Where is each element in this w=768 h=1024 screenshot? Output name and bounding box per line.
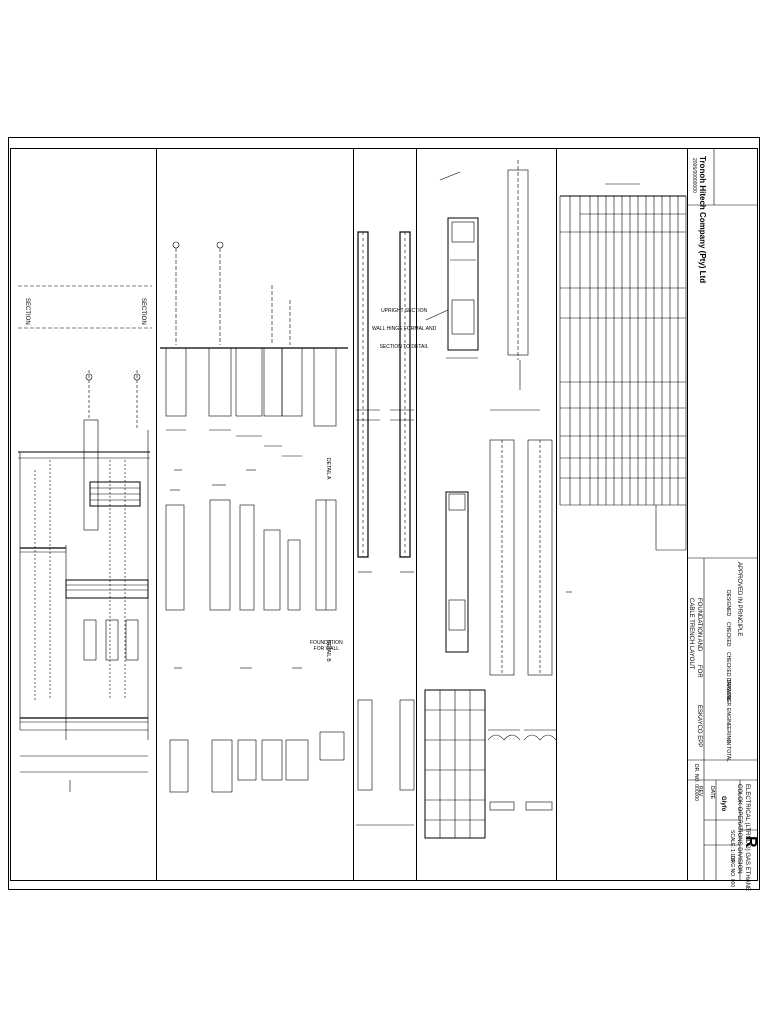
wall-sections <box>356 231 415 826</box>
trench-note-line-3: SECTION TO DETAIL <box>379 344 429 350</box>
signature-row-4: DESIGNER <box>725 680 731 707</box>
approval-label: APPROVED IN PRINCIPLE <box>736 562 742 637</box>
sheet-note: IN TOTAL <box>725 740 731 762</box>
rev-col-2: DATE <box>709 786 715 799</box>
title-block-lines <box>687 148 758 881</box>
schedule-table <box>559 183 687 593</box>
trench-note-line-2: WALL HINGE FORMAL AND <box>372 326 437 332</box>
client-line-2: COLOK OPERATIONS DIVISION <box>736 784 742 874</box>
panel-divider-4 <box>556 148 557 881</box>
trench-details <box>424 160 557 839</box>
signature-row-2: CHECKED <box>725 622 731 647</box>
company-subtitle: 2006/00000000 <box>691 158 697 193</box>
wall-detail-note: FOUNDATION FOR WALL <box>310 640 343 652</box>
revision-letter: R <box>742 836 759 848</box>
logo-name: Glyfo <box>720 796 726 812</box>
panel-divider-2 <box>353 148 354 881</box>
drawing-inner-border <box>10 148 758 881</box>
trench-note: UPRIGHT SECTION WALL HINGE FORMAL AND SE… <box>372 296 436 356</box>
panel-divider-3 <box>416 148 417 881</box>
panel-divider-5 <box>687 148 688 881</box>
foundation-sections <box>160 241 348 793</box>
detail-label-a: DETAIL A <box>325 458 331 480</box>
company-name: Tronoh Hitech Company (Pty) Ltd <box>698 156 707 284</box>
trench-note-line-1: UPRIGHT SECTION <box>381 308 428 314</box>
project-line-3: FOR <box>696 665 702 678</box>
section-label-right: SECTION <box>140 298 146 325</box>
signature-row-1: DESIGNED <box>725 590 731 617</box>
signature-row-5: ENGINEERING <box>725 708 731 744</box>
section-label-left: SECTION <box>24 298 30 325</box>
plan-layout <box>18 285 152 792</box>
project-line-4: ESKAYCO EPP <box>696 705 702 748</box>
project-line-1: FOUNDATION AND <box>696 598 702 652</box>
project-line-2: CABLE TRENCH LAYOUT <box>688 598 694 670</box>
panel-divider-1 <box>156 148 157 881</box>
drawing-number: DRG NO. 000 <box>729 856 735 888</box>
rev-col-1: REV <box>697 786 703 797</box>
drawing-sheet-border <box>8 137 760 890</box>
